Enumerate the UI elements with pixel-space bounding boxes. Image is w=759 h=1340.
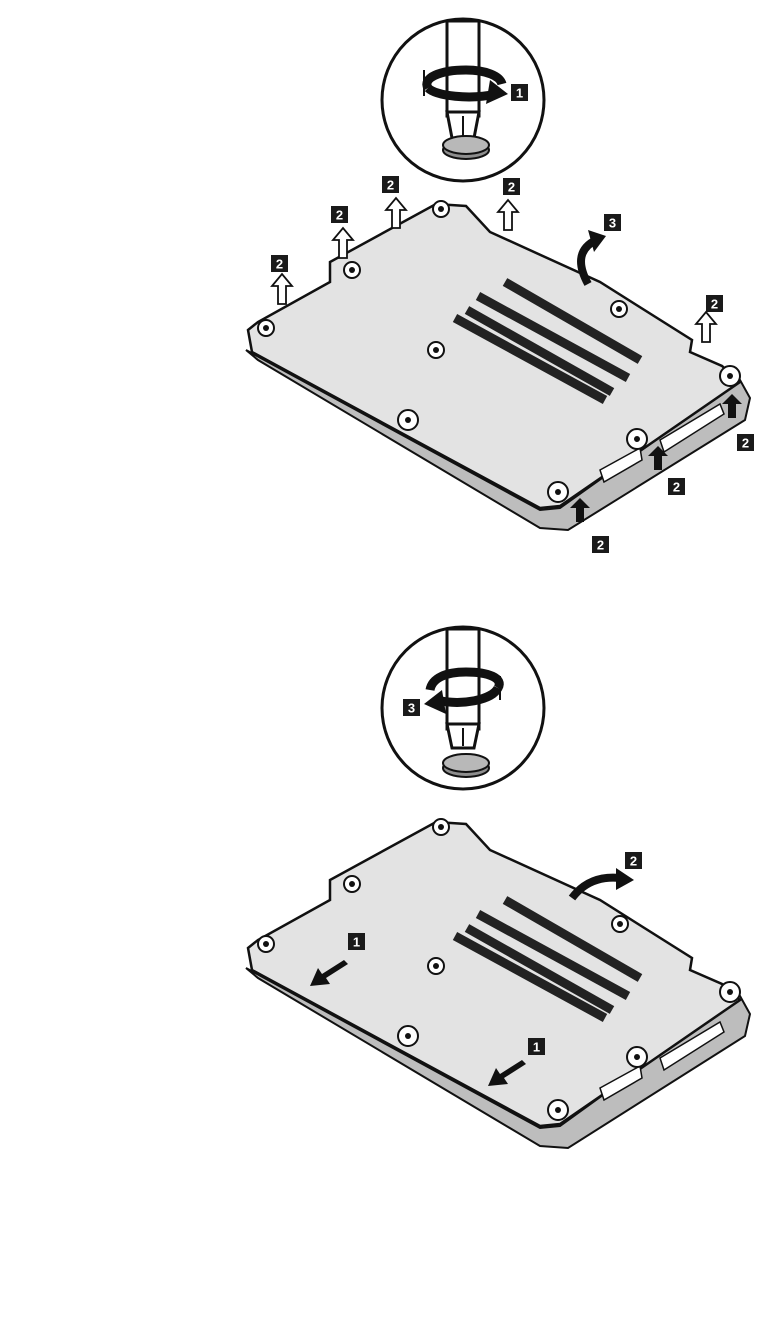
svg-text:2: 2 <box>673 480 680 495</box>
screw-icon <box>612 916 628 932</box>
step-badge: 2 <box>668 478 685 495</box>
screw-icon <box>428 342 444 358</box>
screw-icon <box>443 754 489 777</box>
inset-loosen-screw: 1 <box>382 19 544 181</box>
svg-text:2: 2 <box>508 180 515 195</box>
screwdriver-icon <box>447 629 479 748</box>
screw-icon <box>627 429 647 449</box>
step-badge: 1 <box>528 1038 545 1055</box>
step-badge: 2 <box>592 536 609 553</box>
inset-tighten-screw: 3 <box>382 627 544 789</box>
screw-icon <box>627 1047 647 1067</box>
screw-icon <box>548 1100 568 1120</box>
step-badge: 2 <box>737 434 754 451</box>
svg-text:1: 1 <box>353 935 360 950</box>
screw-icon <box>720 366 740 386</box>
step-badge: 2 <box>271 255 288 272</box>
screw-icon <box>720 982 740 1002</box>
svg-text:1: 1 <box>533 1040 540 1055</box>
svg-text:3: 3 <box>408 701 415 716</box>
step-badge: 3 <box>604 214 621 231</box>
screw-icon <box>398 410 418 430</box>
screwdriver-icon <box>447 21 479 138</box>
lift-arrow-icon <box>696 312 716 342</box>
screw-icon <box>433 819 449 835</box>
step-badge: 1 <box>511 84 528 101</box>
svg-text:2: 2 <box>742 436 749 451</box>
step-badge: 3 <box>403 699 420 716</box>
svg-text:2: 2 <box>336 208 343 223</box>
svg-text:1: 1 <box>516 86 523 101</box>
screw-icon <box>258 320 274 336</box>
step-badge: 2 <box>382 176 399 193</box>
svg-text:3: 3 <box>609 216 616 231</box>
screw-icon <box>258 936 274 952</box>
svg-text:2: 2 <box>630 854 637 869</box>
screw-icon <box>611 301 627 317</box>
screw-icon <box>428 958 444 974</box>
svg-text:2: 2 <box>711 297 718 312</box>
step-badge: 1 <box>348 933 365 950</box>
figure-top: 1 <box>246 19 754 553</box>
step-badge: 2 <box>503 178 520 195</box>
hinge-arrow-icon <box>572 868 634 898</box>
svg-text:2: 2 <box>387 178 394 193</box>
svg-text:2: 2 <box>276 257 283 272</box>
hinge-arrow-icon <box>581 230 606 284</box>
screw-icon <box>548 482 568 502</box>
step-badge: 2 <box>706 295 723 312</box>
step-badge: 2 <box>331 206 348 223</box>
lift-arrow-icon <box>272 274 292 304</box>
figure-bottom: 3 <box>246 627 750 1148</box>
screw-icon <box>344 876 360 892</box>
screw-icon <box>398 1026 418 1046</box>
screw-icon <box>443 136 489 159</box>
step-badge: 2 <box>625 852 642 869</box>
screw-icon <box>433 201 449 217</box>
lift-arrow-icon <box>498 200 518 230</box>
svg-text:2: 2 <box>597 538 604 553</box>
screw-icon <box>344 262 360 278</box>
